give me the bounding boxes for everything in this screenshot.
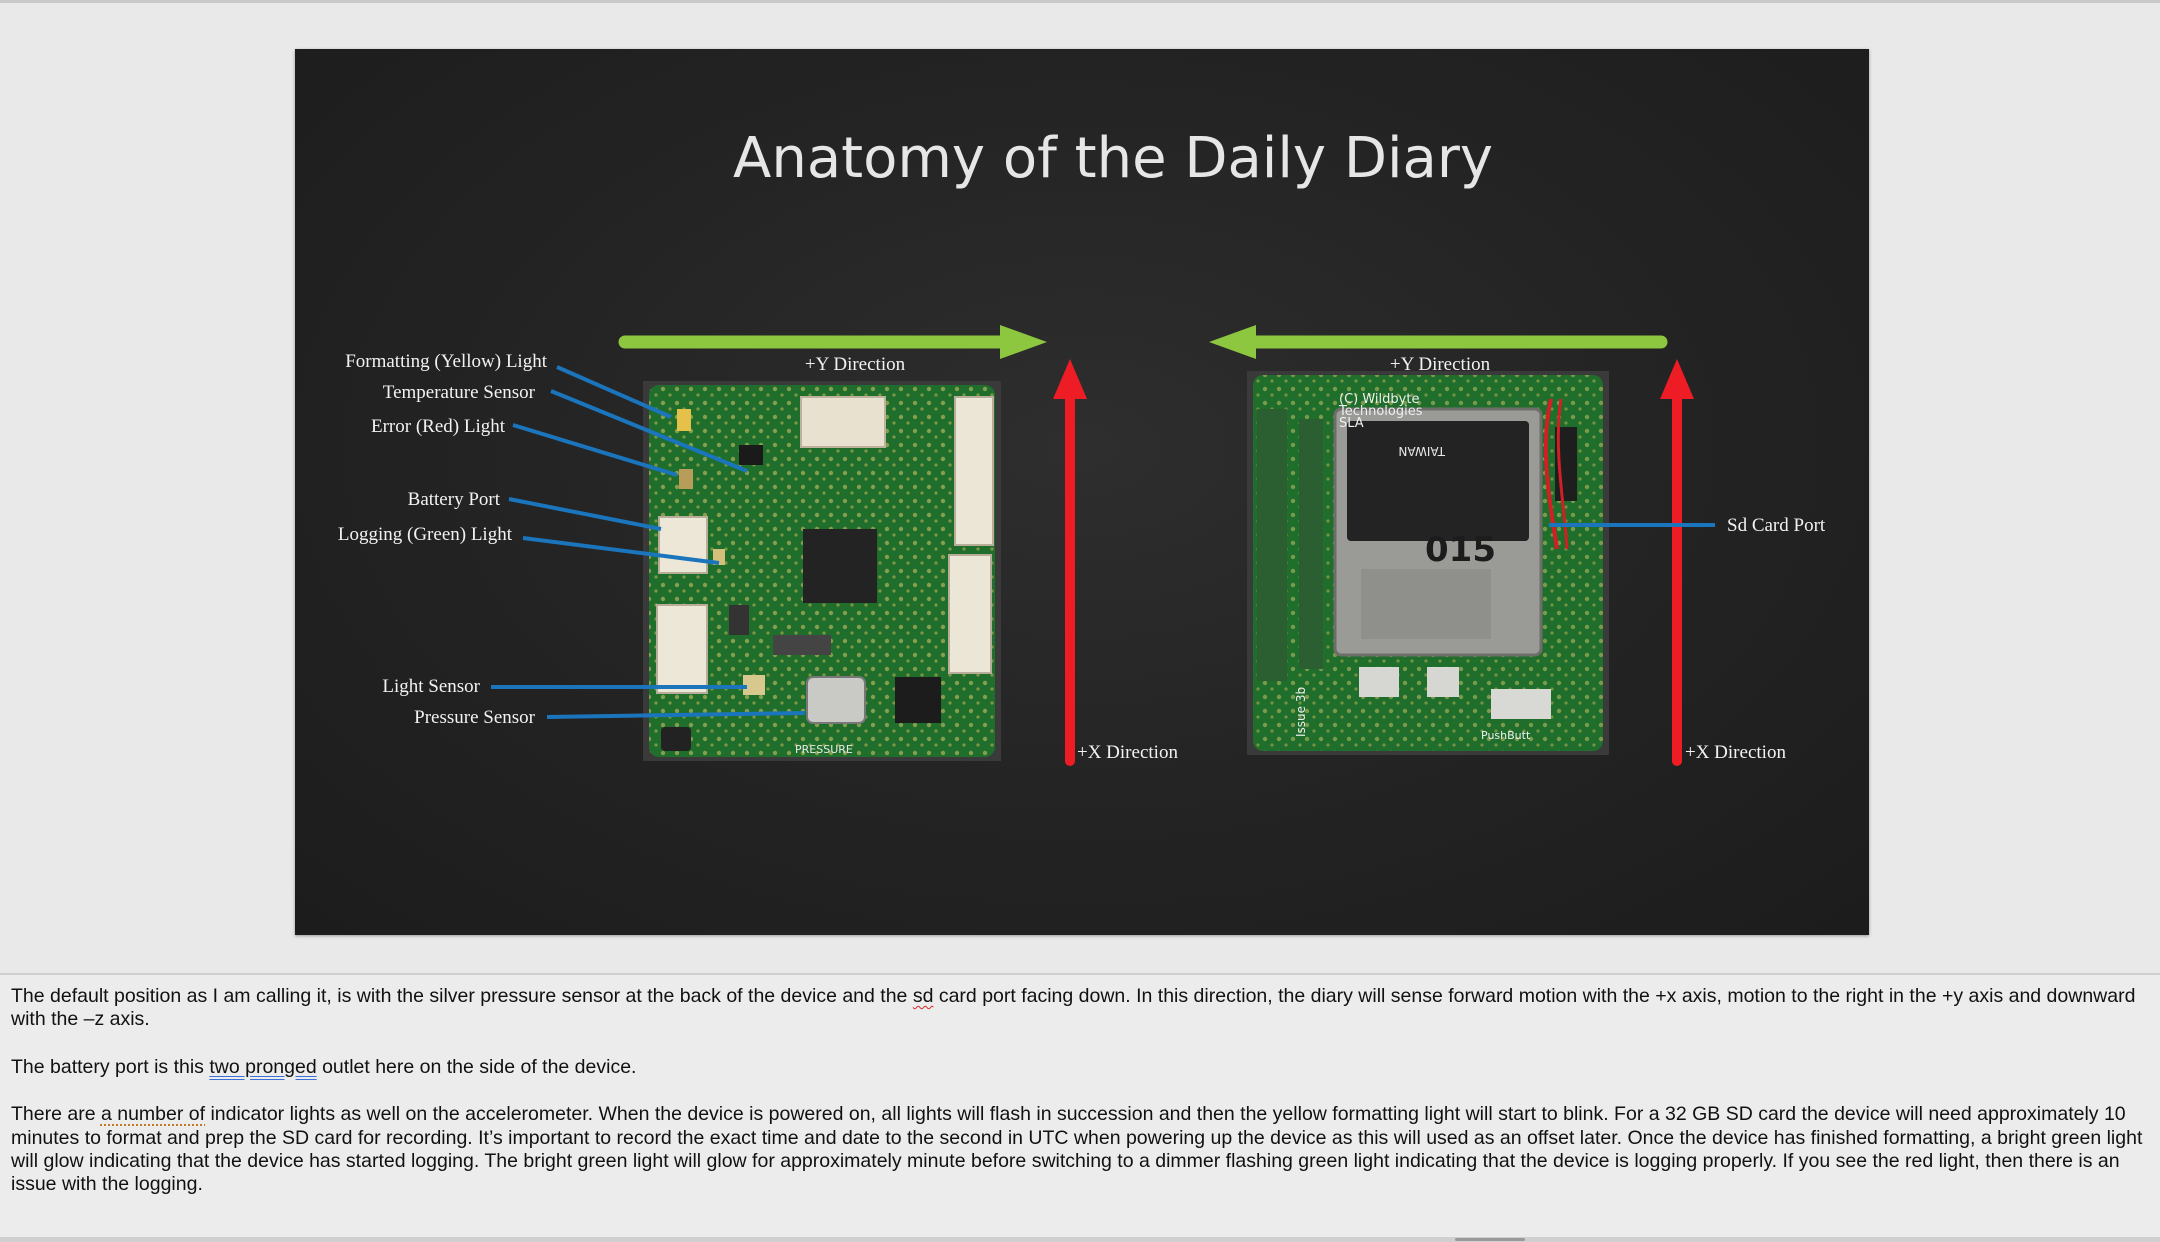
light-sensor-chip [743, 675, 765, 695]
slide-switch [1491, 689, 1551, 719]
label-logging-light: Logging (Green) Light [338, 524, 513, 545]
notes-p2-text: The battery port is this [11, 1055, 210, 1078]
pressure-silkscreen: PRESSURE [795, 743, 853, 756]
vendor-line-2: Technologies [1338, 404, 1423, 419]
horizontal-scroll-thumb[interactable] [1455, 1238, 1525, 1241]
slide[interactable]: Anatomy of the Daily Diary [295, 49, 1869, 935]
left-x-direction-label: +X Direction [1077, 742, 1178, 763]
grammar-flag-two-pronged[interactable]: two pronged [209, 1055, 317, 1078]
right-connector-lower [948, 554, 992, 674]
vendor-line-1: (C) Wildbyte [1339, 392, 1419, 407]
slide-graphics: Anatomy of the Daily Diary [338, 126, 1826, 766]
top-connector [800, 396, 886, 448]
push-button [661, 727, 691, 751]
microcontroller-chip [803, 529, 877, 603]
style-flag-a-number-of[interactable]: a number of [100, 1103, 206, 1126]
left-leader-lines [491, 365, 806, 719]
notes-paragraph-3: There are a number of indicator lights a… [11, 1103, 2151, 1197]
right-y-direction-label: +Y Direction [1390, 354, 1491, 375]
slide-title: Anatomy of the Daily Diary [733, 126, 1493, 191]
right-x-arrow [1660, 359, 1694, 766]
notes-p3-text-end: indicator lights as well on the accelero… [11, 1103, 2143, 1196]
left-y-arrow [618, 325, 1047, 359]
notes-p3-text: There are [11, 1103, 101, 1126]
sd-card [1347, 421, 1529, 541]
label-temperature-sensor: Temperature Sensor [383, 382, 536, 403]
left-callout-labels: Formatting (Yellow) Light Temperature Se… [338, 351, 548, 728]
notes-p2-text-end: outlet here on the side of the device. [316, 1055, 637, 1078]
right-x-direction-label: +X Direction [1685, 742, 1786, 763]
left-y-direction-label: +Y Direction [805, 354, 906, 375]
label-pressure-sensor: Pressure Sensor [414, 707, 536, 728]
window-top-border [0, 0, 2160, 3]
notes-paragraph-1: The default position as I am calling it,… [11, 985, 2151, 1032]
label-formatting-light: Formatting (Yellow) Light [345, 351, 548, 372]
speaker-notes-pane[interactable]: The default position as I am calling it,… [0, 975, 2160, 1237]
yellow-led [677, 409, 691, 431]
spelling-flag-sd[interactable]: sd [912, 985, 934, 1007]
notes-divider[interactable] [0, 973, 2160, 975]
label-sd-card-port: Sd Card Port [1727, 515, 1826, 536]
left-board: PRESSURE [643, 381, 1001, 761]
label-light-sensor: Light Sensor [382, 676, 480, 697]
left-x-arrow [1053, 359, 1087, 766]
temperature-sensor-chip [739, 445, 763, 465]
issue-marking: Issue 3b [1294, 687, 1308, 737]
slide-canvas-area[interactable]: Anatomy of the Daily Diary [0, 3, 2160, 973]
window-bottom-border [0, 1237, 2160, 1242]
label-battery-port: Battery Port [408, 489, 501, 510]
pressure-sensor-chip [806, 676, 866, 724]
notes-p1-text: The default position as I am calling it,… [11, 985, 913, 1007]
label-error-light: Error (Red) Light [371, 416, 506, 437]
accel-chip [895, 677, 941, 723]
sd-card-brand: TAIWAN [1398, 444, 1446, 458]
notes-paragraph-2: The battery port is this two pronged out… [11, 1056, 2151, 1079]
left-connector-lower [656, 604, 708, 694]
red-led [679, 469, 693, 489]
notes-p1-text-end: card port facing down. In this direction… [11, 985, 2136, 1031]
sla-marking: SLA [1339, 416, 1364, 431]
right-board: TAIWAN 015 (C) Wildbyte Technologies SLA… [1247, 371, 1609, 755]
right-connector-upper [954, 396, 994, 546]
right-y-arrow [1209, 325, 1668, 359]
push-button-marking: PushButt [1481, 729, 1531, 742]
battery-port [658, 516, 708, 574]
sd-card-number: 015 [1425, 530, 1496, 570]
speaker-notes-text[interactable]: The default position as I am calling it,… [11, 985, 2151, 1221]
